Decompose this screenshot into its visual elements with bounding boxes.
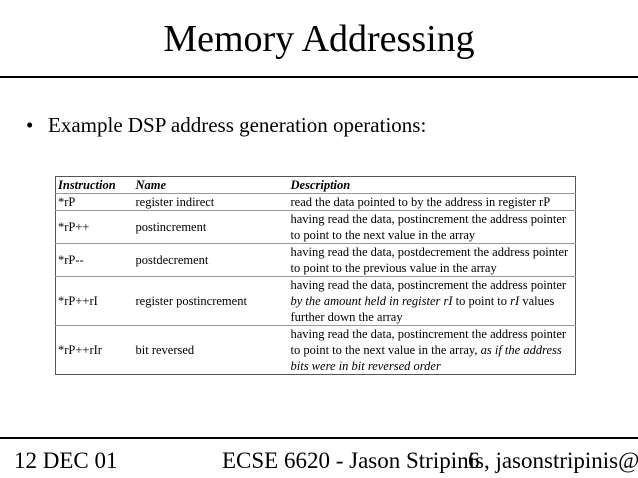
operations-table: Instruction Name Description *rP registe… [55,176,576,375]
description-italic-text: as if the address bits were in bit rever… [290,343,562,373]
footer-date: 12 DEC 01 [14,448,118,473]
table-row: *rP-- postdecrement having read the data… [55,243,576,277]
description-cell: having read the data, postincrement the … [288,210,576,244]
header-instruction: Instruction [58,178,116,192]
description-cell: having read the data, postincrement the … [288,325,576,375]
description-italic-text: rI [510,294,520,308]
instruction-cell: *rP [55,193,134,211]
footer-divider [0,437,638,439]
description-italic-text: by the amount held in register rI [290,294,453,308]
description-cell: read the data pointed to by the address … [288,193,576,211]
table-row: *rP++rIr bit reversed having read the da… [55,325,576,375]
table-row: *rP++ postincrement having read the data… [55,210,576,244]
table-row: *rP register indirect read the data poin… [55,193,576,211]
slide-title: Memory Addressing [163,18,475,60]
table-row: *rP++rI register postincrement having re… [55,276,576,326]
header-description: Description [290,178,351,192]
description-text: read the data pointed to by the address … [290,195,551,209]
title-divider [0,76,638,78]
bullet-text: Example DSP address generation operation… [48,113,427,137]
description-text: values further down the array [290,294,555,324]
page-number: 6 [468,448,480,473]
table-header-row: Instruction Name Description [56,177,576,194]
instruction-cell: *rP++rIr [55,325,134,375]
footer-course: ECSE 6620 - Jason Stripinis, jasonstripi… [222,448,638,473]
description-text: to point to [452,294,511,308]
instruction-cell: *rP++ [55,210,134,244]
instruction-cell: *rP++rI [55,276,134,326]
bullet-item: • Example DSP address generation operatio… [26,112,426,138]
description-text: having read the data, postdecrement the … [290,245,569,275]
name-cell: postincrement [133,210,289,244]
header-name: Name [135,178,167,192]
name-cell: postdecrement [133,243,289,277]
bullet-icon: • [26,113,34,137]
description-text: having read the data, postincrement the … [290,327,567,357]
description-text: having read the data, postincrement the … [290,212,567,242]
name-cell: register postincrement [133,276,289,326]
name-cell: register indirect [133,193,289,211]
name-cell: bit reversed [133,325,289,375]
description-cell: having read the data, postincrement the … [288,276,576,326]
description-cell: having read the data, postdecrement the … [288,243,576,277]
instruction-cell: *rP-- [55,243,134,277]
description-text: having read the data, postincrement the … [290,278,567,292]
